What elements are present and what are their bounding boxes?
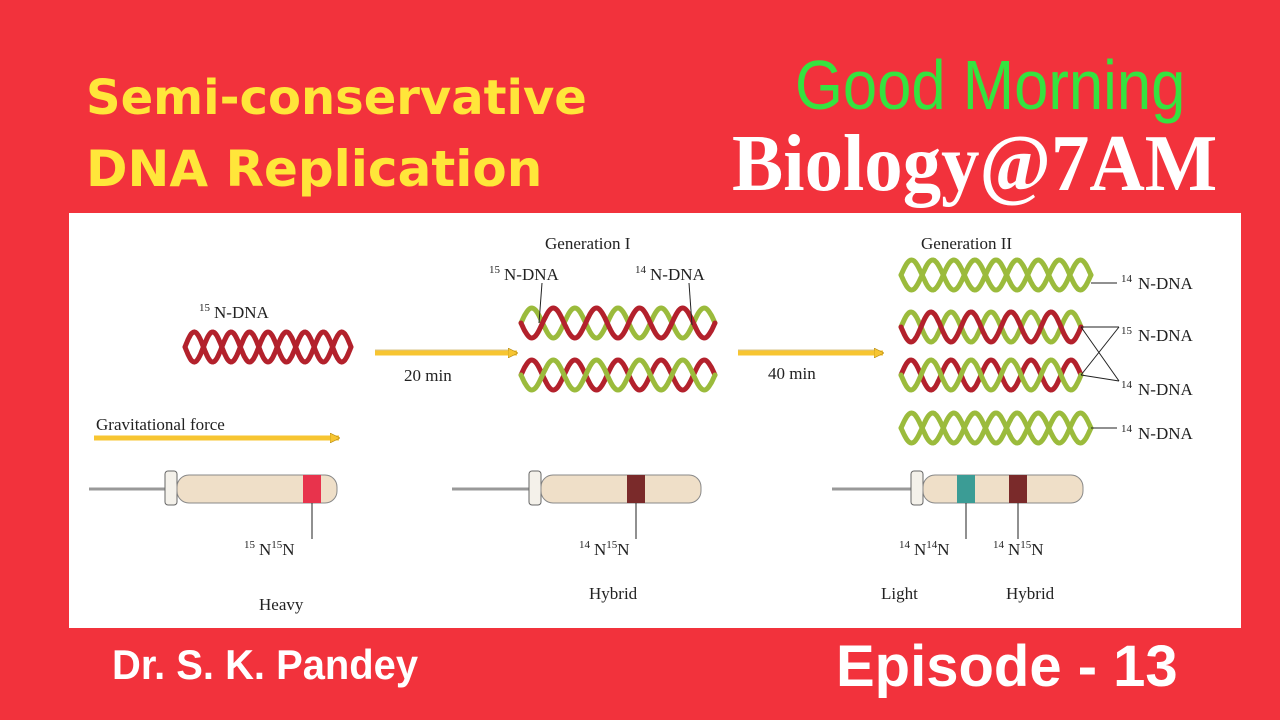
title-line-1: Semi-conservative [86,70,587,126]
light-band [957,475,975,503]
gen1-helix-1-strand-b [518,305,718,341]
heavy-band [303,475,321,503]
gen2-helix-4-strand-b [898,410,1094,446]
greeting-text: Good Morning [795,46,1186,124]
parent-helix-strand-a [182,329,354,365]
title-line-2: DNA Replication [86,140,543,198]
show-name: Biology@7AM [732,120,1218,208]
arrow-40-min-label: 40 min [768,364,816,383]
tube-heavy-caption: Heavy [259,595,304,614]
gen2-helix-3-strand-b [898,357,1084,393]
gravity-label: Gravitational force [96,415,225,434]
author-name: Dr. S. K. Pandey [112,641,419,688]
gen1-helix-1-strand-a [518,305,718,341]
parent-helix-strand-b [182,329,354,365]
tube-hybrid [452,470,702,539]
tube-heavy [89,470,338,539]
gen1-pointer-left [538,282,543,324]
tube-generation-2 [832,470,1084,539]
episode-label: Episode - 13 [836,634,1178,699]
tube3-light-caption: Light [881,584,918,603]
hybrid-band-2 [1009,475,1027,503]
gen1-pointer-right [688,282,693,326]
gen1-helix-2-strand-a [518,357,718,393]
gen2-helix-2-strand-a [898,309,1084,345]
gen2-helix-1-strand-b [898,257,1094,293]
tube-hybrid-caption: Hybrid [589,584,638,603]
generation-2-title: Generation II [921,234,1012,253]
gen1-helix-2-strand-b [518,357,718,393]
arrow-20-min-label: 20 min [404,366,452,385]
gen2-helix-1-strand-a [898,257,1094,293]
tube3-hybrid-caption: Hybrid [1006,584,1055,603]
generation-1-title: Generation I [545,234,631,253]
gen2-helix-4-strand-a [898,410,1094,446]
gen2-helix-3-strand-a [898,357,1084,393]
gen2-helix-2-strand-b [898,309,1084,345]
dna-helices [182,257,1094,446]
gen2-pointers [1080,282,1120,429]
hybrid-band [627,475,645,503]
